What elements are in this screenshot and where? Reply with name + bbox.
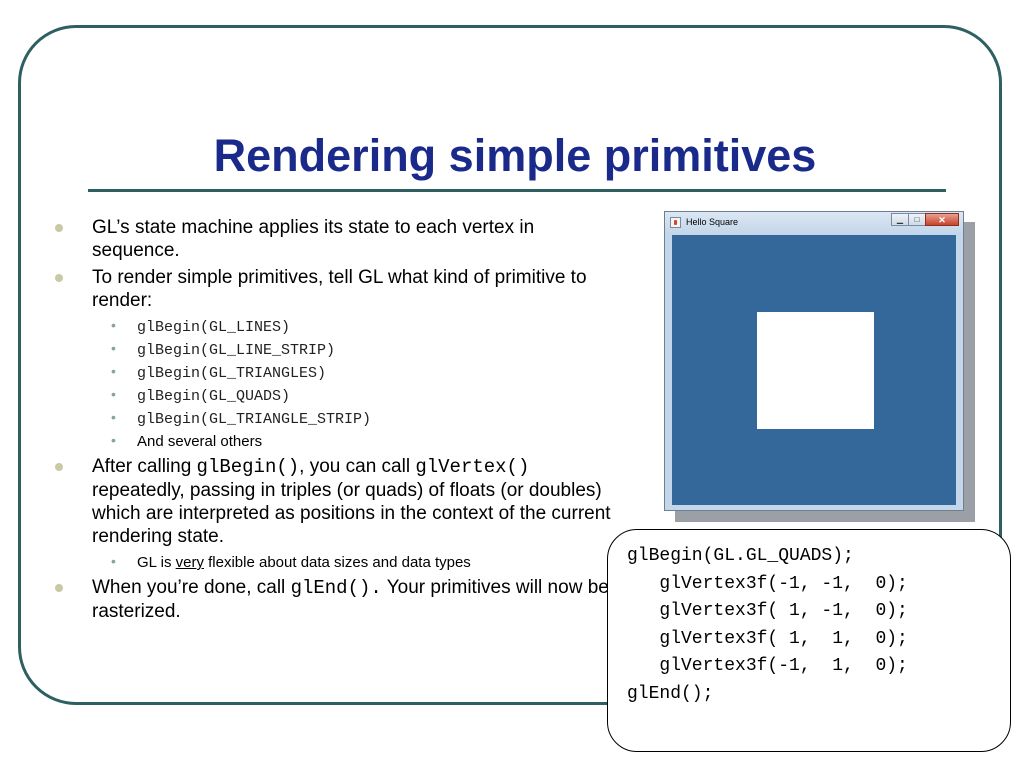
- sub-bullet-list: • glBegin(GL_LINES) • glBegin(GL_LINE_ST…: [55, 316, 615, 453]
- title-divider: [88, 189, 946, 192]
- sub-bullet-item: • glBegin(GL_QUADS): [55, 385, 615, 408]
- bullet-text-part: repeatedly, passing in triples (or quads…: [92, 480, 611, 547]
- slide-body: GL’s state machine applies its state to …: [55, 216, 615, 627]
- sub-bullet-item: • glBegin(GL_TRIANGLES): [55, 362, 615, 385]
- window-controls: ▁ □ ✕: [891, 213, 959, 227]
- sub-bullet-item: • glBegin(GL_LINES): [55, 316, 615, 339]
- sub-bullet-text: And several others: [137, 433, 263, 450]
- sub-bullet-code: glBegin(GL_QUADS): [137, 388, 291, 405]
- bullet-text: To render simple primitives, tell GL wha…: [92, 267, 587, 311]
- sub-bullet-dot-icon: •: [111, 317, 116, 333]
- bullet-text-part: Your primitives will now be rasterized.: [92, 577, 609, 622]
- code-line: glBegin(GL.GL_QUADS);: [627, 546, 854, 566]
- sub-bullet-dot-icon: •: [111, 386, 116, 402]
- sub-bullet-list: • GL is very flexible about data sizes a…: [55, 552, 615, 574]
- sub-bullet-dot-icon: •: [111, 409, 116, 425]
- bullet-item: GL’s state machine applies its state to …: [55, 216, 615, 262]
- minimize-button[interactable]: ▁: [891, 213, 909, 226]
- inline-code: glEnd().: [290, 577, 382, 599]
- code-line: glVertex3f(-1, 1, 0);: [627, 656, 908, 676]
- sub-bullet-code: glBegin(GL_LINES): [137, 319, 291, 336]
- close-button[interactable]: ✕: [925, 213, 959, 226]
- sub-bullet-item: • glBegin(GL_LINE_STRIP): [55, 339, 615, 362]
- bullet-text: GL’s state machine applies its state to …: [92, 217, 535, 261]
- window-title: Hello Square: [686, 217, 739, 227]
- bullet-item: When you’re done, call glEnd(). Your pri…: [55, 576, 615, 623]
- bullet-item: After calling glBegin(), you can call gl…: [55, 455, 615, 548]
- java-app-icon: [670, 217, 681, 228]
- code-line: glEnd();: [627, 683, 714, 704]
- sub-bullet-text: flexible about data sizes and data types: [203, 554, 471, 571]
- sub-bullet-item: • And several others: [55, 431, 615, 453]
- code-line: glVertex3f(-1, -1, 0);: [627, 573, 908, 594]
- sub-bullet-dot-icon: •: [111, 432, 116, 448]
- bullet-text-part: After calling: [92, 456, 197, 477]
- rendered-white-square: [757, 312, 874, 429]
- sub-bullet-dot-icon: •: [111, 553, 116, 569]
- code-block: glBegin(GL.GL_QUADS); glVertex3f(-1, -1,…: [627, 543, 908, 708]
- inline-code: glBegin(): [196, 456, 300, 478]
- maximize-icon: □: [914, 215, 920, 224]
- maximize-button[interactable]: □: [908, 213, 926, 226]
- bullet-dot-icon: [55, 274, 63, 282]
- sub-bullet-code: glBegin(GL_LINE_STRIP): [137, 342, 336, 359]
- close-icon: ✕: [938, 215, 946, 225]
- sub-bullet-code: glBegin(GL_TRIANGLES): [137, 365, 327, 382]
- bullet-dot-icon: [55, 224, 63, 232]
- render-canvas: [672, 235, 956, 505]
- minimize-icon: ▁: [896, 215, 904, 224]
- bullet-text-part: When you’re done, call: [92, 577, 291, 598]
- sub-bullet-item: • glBegin(GL_TRIANGLE_STRIP): [55, 408, 615, 431]
- bullet-item: To render simple primitives, tell GL wha…: [55, 266, 615, 312]
- window-titlebar[interactable]: Hello Square ▁ □ ✕: [665, 212, 963, 234]
- bullet-text-part: , you can call: [299, 456, 416, 477]
- slide-title: Rendering simple primitives: [213, 130, 817, 181]
- underlined-word: very: [175, 554, 204, 571]
- sub-bullet-text: GL is: [137, 554, 176, 571]
- hello-square-window: Hello Square ▁ □ ✕: [664, 211, 964, 511]
- code-line: glVertex3f( 1, 1, 0);: [627, 628, 908, 649]
- sub-bullet-code: glBegin(GL_TRIANGLE_STRIP): [137, 411, 372, 428]
- bullet-dot-icon: [55, 463, 63, 471]
- code-line: glVertex3f( 1, -1, 0);: [627, 601, 908, 621]
- sub-bullet-dot-icon: •: [111, 340, 116, 356]
- sub-bullet-dot-icon: •: [111, 363, 116, 379]
- bullet-dot-icon: [55, 584, 63, 592]
- inline-code: glVertex(): [415, 456, 530, 478]
- sub-bullet-item: • GL is very flexible about data sizes a…: [55, 552, 615, 574]
- code-box: [607, 529, 1011, 752]
